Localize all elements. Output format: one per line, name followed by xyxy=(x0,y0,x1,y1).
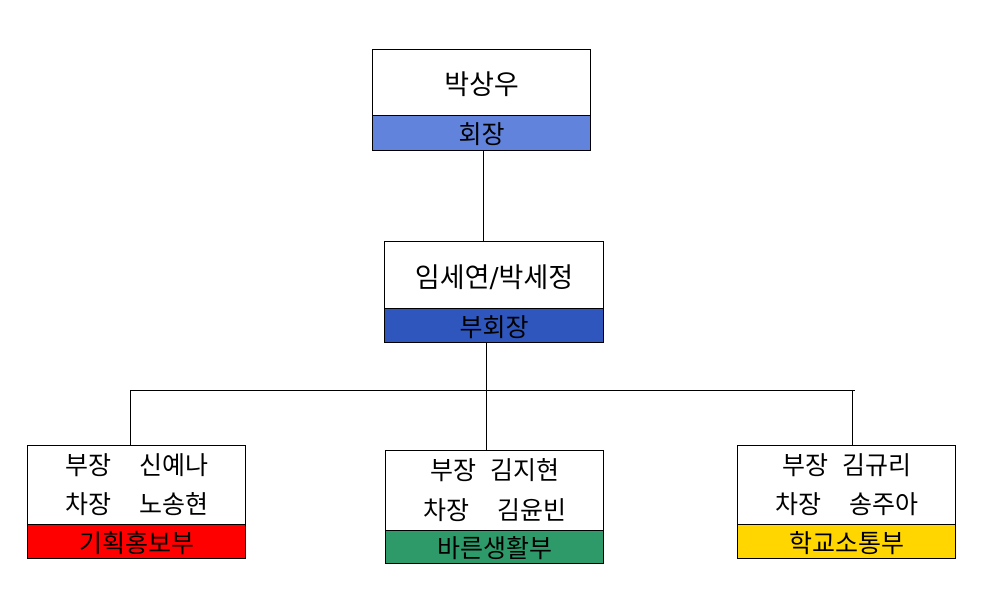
department-deputy-title: 차장 xyxy=(64,489,111,519)
department-head-title: 부장 xyxy=(429,456,476,485)
vice-president-name: 임세연/박세정 xyxy=(385,242,603,309)
department-deputy-name: 노송현 xyxy=(139,489,209,519)
department-name: 바른생활부 xyxy=(386,531,603,563)
department-node-conduct: 부장 김지현 차장 김윤빈 바른생활부 xyxy=(385,450,604,564)
vice-president-role: 부회장 xyxy=(385,309,603,342)
department-head-name: 김지현 xyxy=(490,456,560,485)
department-members: 부장 김지현 차장 김윤빈 xyxy=(386,451,603,531)
department-node-planning: 부장 신예나 차장 노송현 기획홍보부 xyxy=(27,445,246,559)
department-deputy-row: 차장 김윤빈 xyxy=(422,495,567,525)
department-deputy-title: 차장 xyxy=(774,489,821,519)
department-name: 학교소통부 xyxy=(738,525,955,558)
president-node: 박상우 회장 xyxy=(372,49,591,151)
connector-horizontal-bus xyxy=(130,390,855,391)
department-members: 부장 신예나 차장 노송현 xyxy=(28,446,245,525)
department-head-name: 신예나 xyxy=(139,450,209,480)
connector-dept-right xyxy=(852,390,853,445)
department-name: 기획홍보부 xyxy=(28,525,245,558)
department-deputy-name: 김윤빈 xyxy=(497,495,567,525)
department-deputy-name: 송주아 xyxy=(849,489,919,519)
department-deputy-row: 차장 송주아 xyxy=(775,491,918,519)
connector-vice-bus xyxy=(486,342,487,450)
department-head-name: 김규리 xyxy=(842,450,912,480)
department-node-communication: 부장 김규리 차장 송주아 학교소통부 xyxy=(737,445,956,559)
vice-president-node: 임세연/박세정 부회장 xyxy=(384,241,604,343)
department-head-title: 부장 xyxy=(781,450,828,480)
department-deputy-row: 차장 노송현 xyxy=(65,491,208,519)
department-head-row: 부장 김지현 xyxy=(430,457,559,485)
president-role: 회장 xyxy=(373,116,590,150)
department-deputy-title: 차장 xyxy=(422,495,469,525)
department-head-title: 부장 xyxy=(64,450,111,480)
department-members: 부장 김규리 차장 송주아 xyxy=(738,446,955,525)
connector-dept-left xyxy=(130,390,131,445)
connector-president-vice xyxy=(483,150,484,242)
department-head-row: 부장 김규리 xyxy=(782,452,911,480)
department-head-row: 부장 신예나 xyxy=(65,452,208,480)
president-name: 박상우 xyxy=(373,50,590,116)
